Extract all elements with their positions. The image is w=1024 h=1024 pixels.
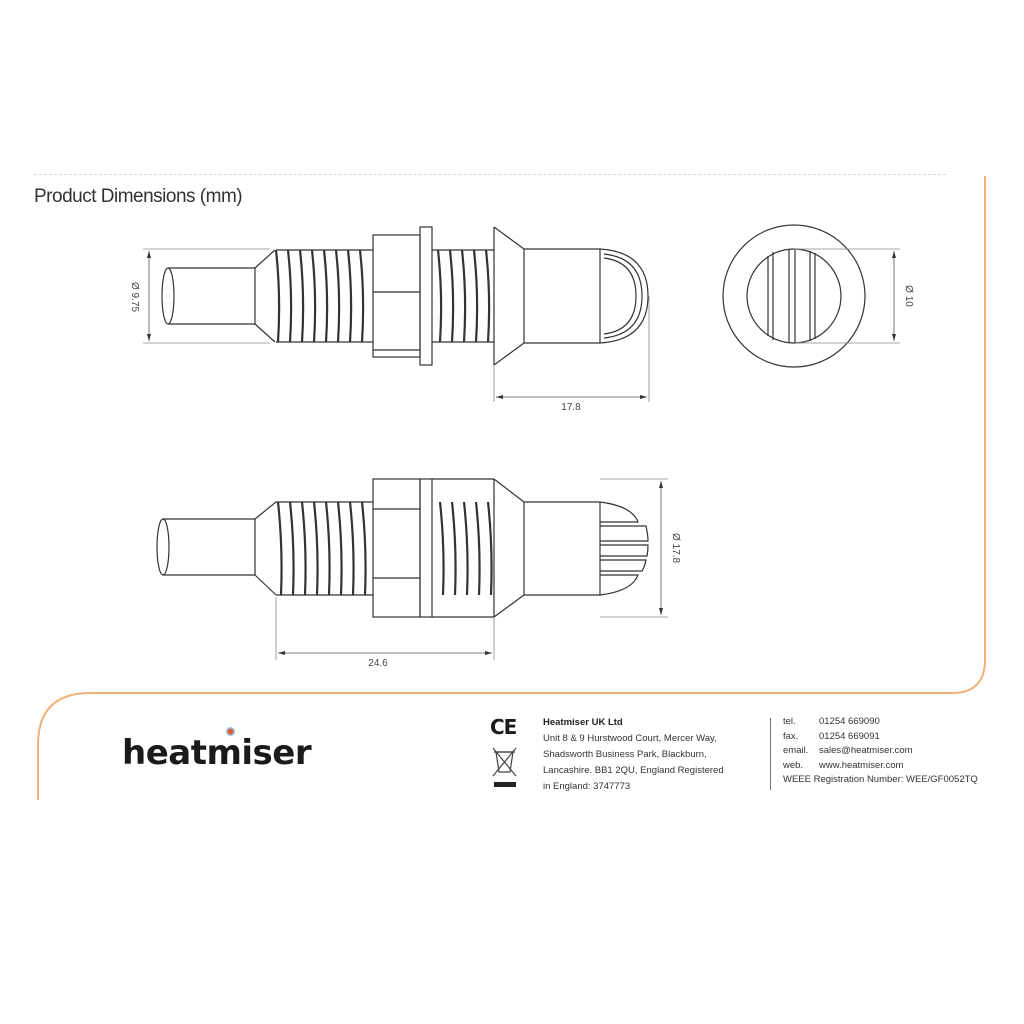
dim-label-diameter-975: Ø 9.75 [129, 282, 140, 312]
flame-icon [226, 727, 235, 736]
page-title: Product Dimensions (mm) [34, 186, 243, 207]
side-view-top [143, 226, 650, 402]
contact-info: tel.01254 669090 fax.01254 669091 email.… [783, 715, 978, 788]
side-view-bottom [156, 478, 668, 660]
weee-registration: WEEE Registration Number: WEE/GF0052TQ [783, 774, 978, 785]
compliance-marks: CE [490, 715, 524, 739]
dim-label-diameter-10: Ø 10 [903, 285, 914, 307]
dim-label-length-246: 24.6 [368, 658, 388, 669]
address-line: Lancashire. BB1 2QU, England Registered [543, 765, 724, 776]
address-line: Unit 8 & 9 Hurstwood Court, Mercer Way, [543, 733, 717, 744]
dim-label-diameter-178: Ø 17.8 [670, 533, 681, 563]
ce-mark-icon: CE [490, 715, 517, 739]
dim-label-length-178: 17.8 [561, 402, 581, 413]
header-divider [34, 174, 946, 175]
contact-fax: fax.01254 669091 [783, 730, 880, 742]
contact-tel: tel.01254 669090 [783, 716, 880, 727]
end-view [722, 224, 900, 368]
company-address: Heatmiser UK Ltd Unit 8 & 9 Hurstwood Co… [543, 715, 743, 795]
heatmiser-logo: heatmiser [122, 733, 312, 773]
contact-web: web.www.heatmiser.com [783, 759, 904, 771]
frame-border [37, 176, 986, 800]
address-line: in England: 3747773 [543, 781, 631, 792]
address-line: Shadsworth Business Park, Blackburn, [543, 749, 707, 760]
contact-email: email.sales@heatmiser.com [783, 745, 913, 756]
footer-divider [770, 718, 771, 790]
weee-bin-icon [492, 747, 517, 787]
company-name: Heatmiser UK Ltd [543, 717, 623, 728]
